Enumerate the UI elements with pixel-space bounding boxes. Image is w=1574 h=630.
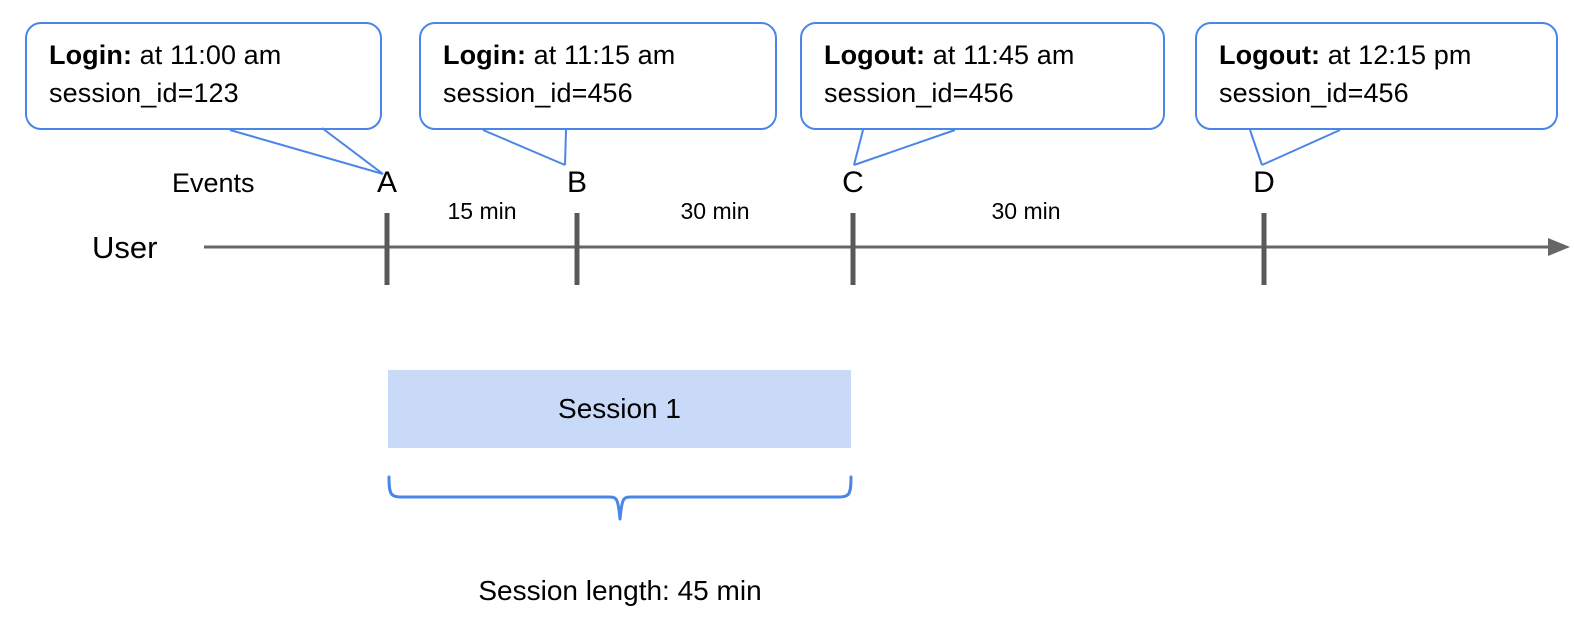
axis-row-label-user: User — [92, 230, 158, 265]
event-label-b: B — [566, 166, 587, 199]
callout-a-event-label: Login: — [49, 40, 133, 70]
callout-d-event-time: at 12:15 pm — [1320, 40, 1472, 70]
callout-d: Logout: at 12:15 pm session_id=456 — [1195, 22, 1558, 130]
callout-b-tail — [482, 129, 567, 166]
callout-c-event-time: at 11:45 am — [925, 40, 1075, 70]
events-label: Events — [172, 168, 255, 198]
callout-a: Login: at 11:00 am session_id=123 — [25, 22, 382, 130]
callout-b-session-id: session_id=456 — [443, 78, 633, 109]
callout-b-line1: Login: at 11:15 am — [443, 36, 759, 74]
callout-b: Login: at 11:15 am session_id=456 — [419, 22, 777, 130]
session-brace — [387, 475, 853, 521]
callout-c: Logout: at 11:45 am session_id=456 — [800, 22, 1165, 130]
callout-c-event-label: Logout: — [824, 40, 926, 70]
interval-label-bc: 30 min — [680, 198, 750, 224]
callout-d-tail — [1249, 129, 1341, 166]
session-length-caption: Session length: 45 min — [478, 575, 762, 606]
callout-b-event-time: at 11:15 am — [526, 40, 676, 70]
callout-d-event-label: Logout: — [1219, 40, 1321, 70]
callout-a-session-id: session_id=123 — [49, 78, 239, 109]
callout-b-event-label: Login: — [443, 40, 527, 70]
event-label-d: D — [1253, 166, 1275, 199]
event-label-a: A — [376, 166, 397, 199]
interval-label-cd: 30 min — [991, 198, 1061, 224]
callout-d-line1: Logout: at 12:15 pm — [1219, 36, 1540, 74]
callout-a-line1: Login: at 11:00 am — [49, 36, 364, 74]
session-bar-label: Session 1 — [558, 393, 681, 424]
interval-label-ab: 15 min — [447, 198, 517, 224]
event-label-c: C — [842, 166, 864, 199]
callout-c-line1: Logout: at 11:45 am — [824, 36, 1147, 74]
callout-c-tail — [853, 129, 956, 166]
session-bar: Session 1 — [388, 370, 851, 448]
callout-d-session-id: session_id=456 — [1219, 78, 1409, 109]
timeline-axis — [204, 238, 1570, 256]
callout-a-event-time: at 11:00 am — [132, 40, 282, 70]
callout-c-session-id: session_id=456 — [824, 78, 1014, 109]
